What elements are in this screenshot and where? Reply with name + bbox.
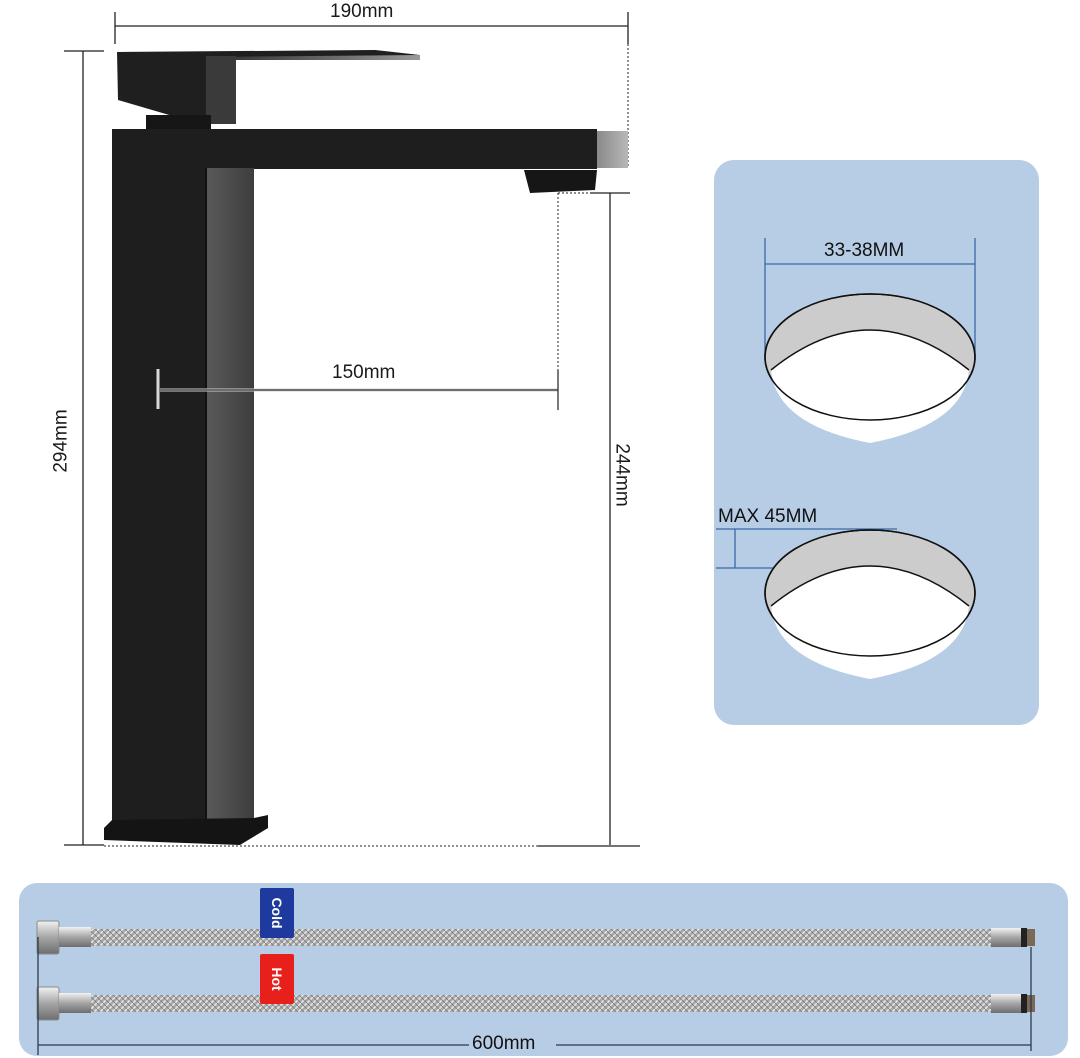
spout-height-label: 244mm [611,443,633,507]
hose-length-label: 600mm [472,1033,536,1054]
height-dimension-line [64,50,538,847]
hoses-diagram [36,920,1035,1055]
spout-reach-label: 150mm [332,362,396,383]
reach-dimension-line [156,369,559,410]
hot-hose [36,986,1035,1021]
hot-tag-label: Hot [269,967,285,991]
overall-width-label: 190mm [330,1,394,22]
cold-tag: Cold [260,888,294,938]
faucet-spout [112,129,628,193]
hose-panel: Cold Hot 600mm [19,883,1068,1056]
hole-diameter-diagram [716,238,976,679]
hole-diameter-label: 33-38MM [824,240,905,261]
width-dimension-line [114,12,629,168]
faucet-handle [117,50,420,129]
faucet-base [104,815,268,845]
faucet-diagram [64,12,640,847]
cold-hose [36,920,1035,955]
deck-thickness-label: MAX 45MM [718,506,818,527]
hole-size-panel: 33-38MM MAX 45MM [714,160,1039,725]
cold-tag-label: Cold [269,897,285,929]
hot-tag: Hot [260,954,294,1004]
spout-height-dimension-line [538,192,640,847]
overall-height-label: 294mm [50,409,72,473]
faucet-body [112,168,254,828]
hose-length-dimension-line [37,937,1032,1055]
